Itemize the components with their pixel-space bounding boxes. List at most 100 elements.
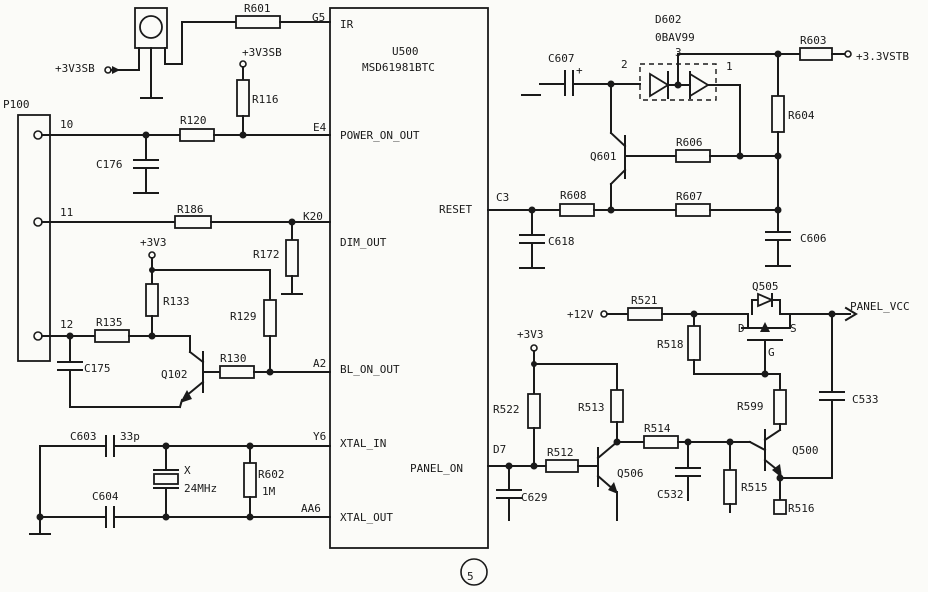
r606: [675, 149, 711, 163]
r513-label: R513: [578, 401, 605, 414]
r608-label: R608: [560, 189, 587, 202]
r186: [174, 215, 212, 229]
r135-label: R135: [96, 316, 123, 329]
pin-panel-num: D7: [493, 443, 506, 456]
ir-receiver: [134, 7, 168, 99]
crystal-x: [153, 473, 179, 485]
net-3v3-left: +3V3: [140, 236, 167, 249]
q102-label: Q102: [161, 368, 188, 381]
pin-xin-name: XTAL_IN: [340, 437, 386, 450]
ic-part: MSD61981BTC: [362, 61, 435, 74]
pin-reset-name: RESET: [439, 203, 472, 216]
pin-ir-name: IR: [340, 18, 354, 31]
q601-transistor: [609, 131, 677, 211]
q506-label: Q506: [617, 467, 644, 480]
r515-label: R515: [741, 481, 768, 494]
r522: [527, 393, 541, 429]
r129-label: R129: [230, 310, 257, 323]
net-12v: +12V: [567, 308, 594, 321]
r133-label: R133: [163, 295, 190, 308]
r601: [235, 15, 281, 29]
pin-dim-name: DIM_OUT: [340, 236, 387, 249]
r518-label: R518: [657, 338, 684, 351]
q505-mosfet: [741, 292, 791, 371]
p100-pin-12-label: 12: [60, 318, 73, 331]
r172-label: R172: [253, 248, 280, 261]
net-3v3-right: +3V3: [517, 328, 544, 341]
net-3v3sb-top: +3V3SB: [242, 46, 282, 59]
pin-xout-name: XTAL_OUT: [340, 511, 393, 524]
r606-label: R606: [676, 136, 703, 149]
net-panel-vcc: PANEL_VCC: [850, 300, 910, 313]
c533-label: C533: [852, 393, 879, 406]
q500-transistor: [763, 428, 782, 511]
r522-label: R522: [493, 403, 520, 416]
p100-pin-10-label: 10: [60, 118, 73, 131]
p100-pin-10: [33, 130, 43, 140]
p100-pin-11-label: 11: [60, 206, 73, 219]
c603-value: 33p: [120, 430, 140, 443]
r129: [263, 299, 277, 337]
r513: [610, 389, 624, 423]
q500-label: Q500: [792, 444, 819, 457]
connector-ref: P100: [3, 98, 30, 111]
c175-label: C175: [84, 362, 111, 375]
r604: [771, 95, 785, 133]
r599: [773, 389, 787, 425]
pin-panel-name: PANEL_ON: [410, 462, 463, 475]
r601-label: R601: [244, 2, 271, 15]
net-3v3sb-left: +3V3SB: [55, 62, 95, 75]
pin-xout-num: AA6: [301, 502, 321, 515]
p100-pin-11: [33, 217, 43, 227]
q601-label: Q601: [590, 150, 617, 163]
r604-label: R604: [788, 109, 815, 122]
c607-plus: +: [576, 64, 583, 77]
r130-label: R130: [220, 352, 247, 365]
r608: [559, 203, 595, 217]
page-marker-ring: [460, 558, 488, 586]
r515: [723, 469, 737, 505]
r116: [236, 79, 250, 117]
r607-label: R607: [676, 190, 703, 203]
r521: [627, 307, 663, 321]
d602-pin2: 2: [621, 58, 628, 71]
pin-power-name: POWER_ON_OUT: [340, 129, 420, 142]
crystal-label: X: [184, 464, 191, 477]
crystal-value: 24MHz: [184, 482, 217, 495]
q505-g: G: [768, 346, 775, 359]
r521-label: R521: [631, 294, 658, 307]
c176-label: C176: [96, 158, 123, 171]
c606-label: C606: [800, 232, 827, 245]
r603-label: R603: [800, 34, 827, 47]
r512: [545, 459, 579, 473]
q102-transistor: [178, 350, 221, 409]
r133: [145, 283, 159, 317]
c604-label: C604: [92, 490, 119, 503]
q505-s: S: [790, 322, 797, 335]
ic-u500-body: [329, 7, 489, 549]
c603-label: C603: [70, 430, 97, 443]
pin-dim-num: K20: [303, 210, 323, 223]
r602: [243, 462, 257, 498]
q506-transistor: [596, 440, 619, 521]
ic-ref: U500: [392, 45, 419, 58]
r602-label: R602: [258, 468, 285, 481]
net-33vstb: +3.3VSTB: [856, 50, 909, 63]
r607: [675, 203, 711, 217]
r599-label: R599: [737, 400, 764, 413]
r512-label: R512: [547, 446, 574, 459]
d602-pin3: 3: [675, 46, 682, 59]
r603: [799, 47, 833, 61]
r514: [643, 435, 679, 449]
p100-pin-12: [33, 331, 43, 341]
r186-label: R186: [177, 203, 204, 216]
pin-ir-num: G5: [312, 11, 325, 24]
d602-pin1: 1: [726, 60, 733, 73]
pin-bl-name: BL_ON_OUT: [340, 363, 400, 376]
q505-d: D: [738, 322, 745, 335]
page-marker-digit: 5: [467, 570, 474, 583]
d602-value: 0BAV99: [655, 31, 695, 44]
r516-label: R516: [788, 502, 815, 515]
